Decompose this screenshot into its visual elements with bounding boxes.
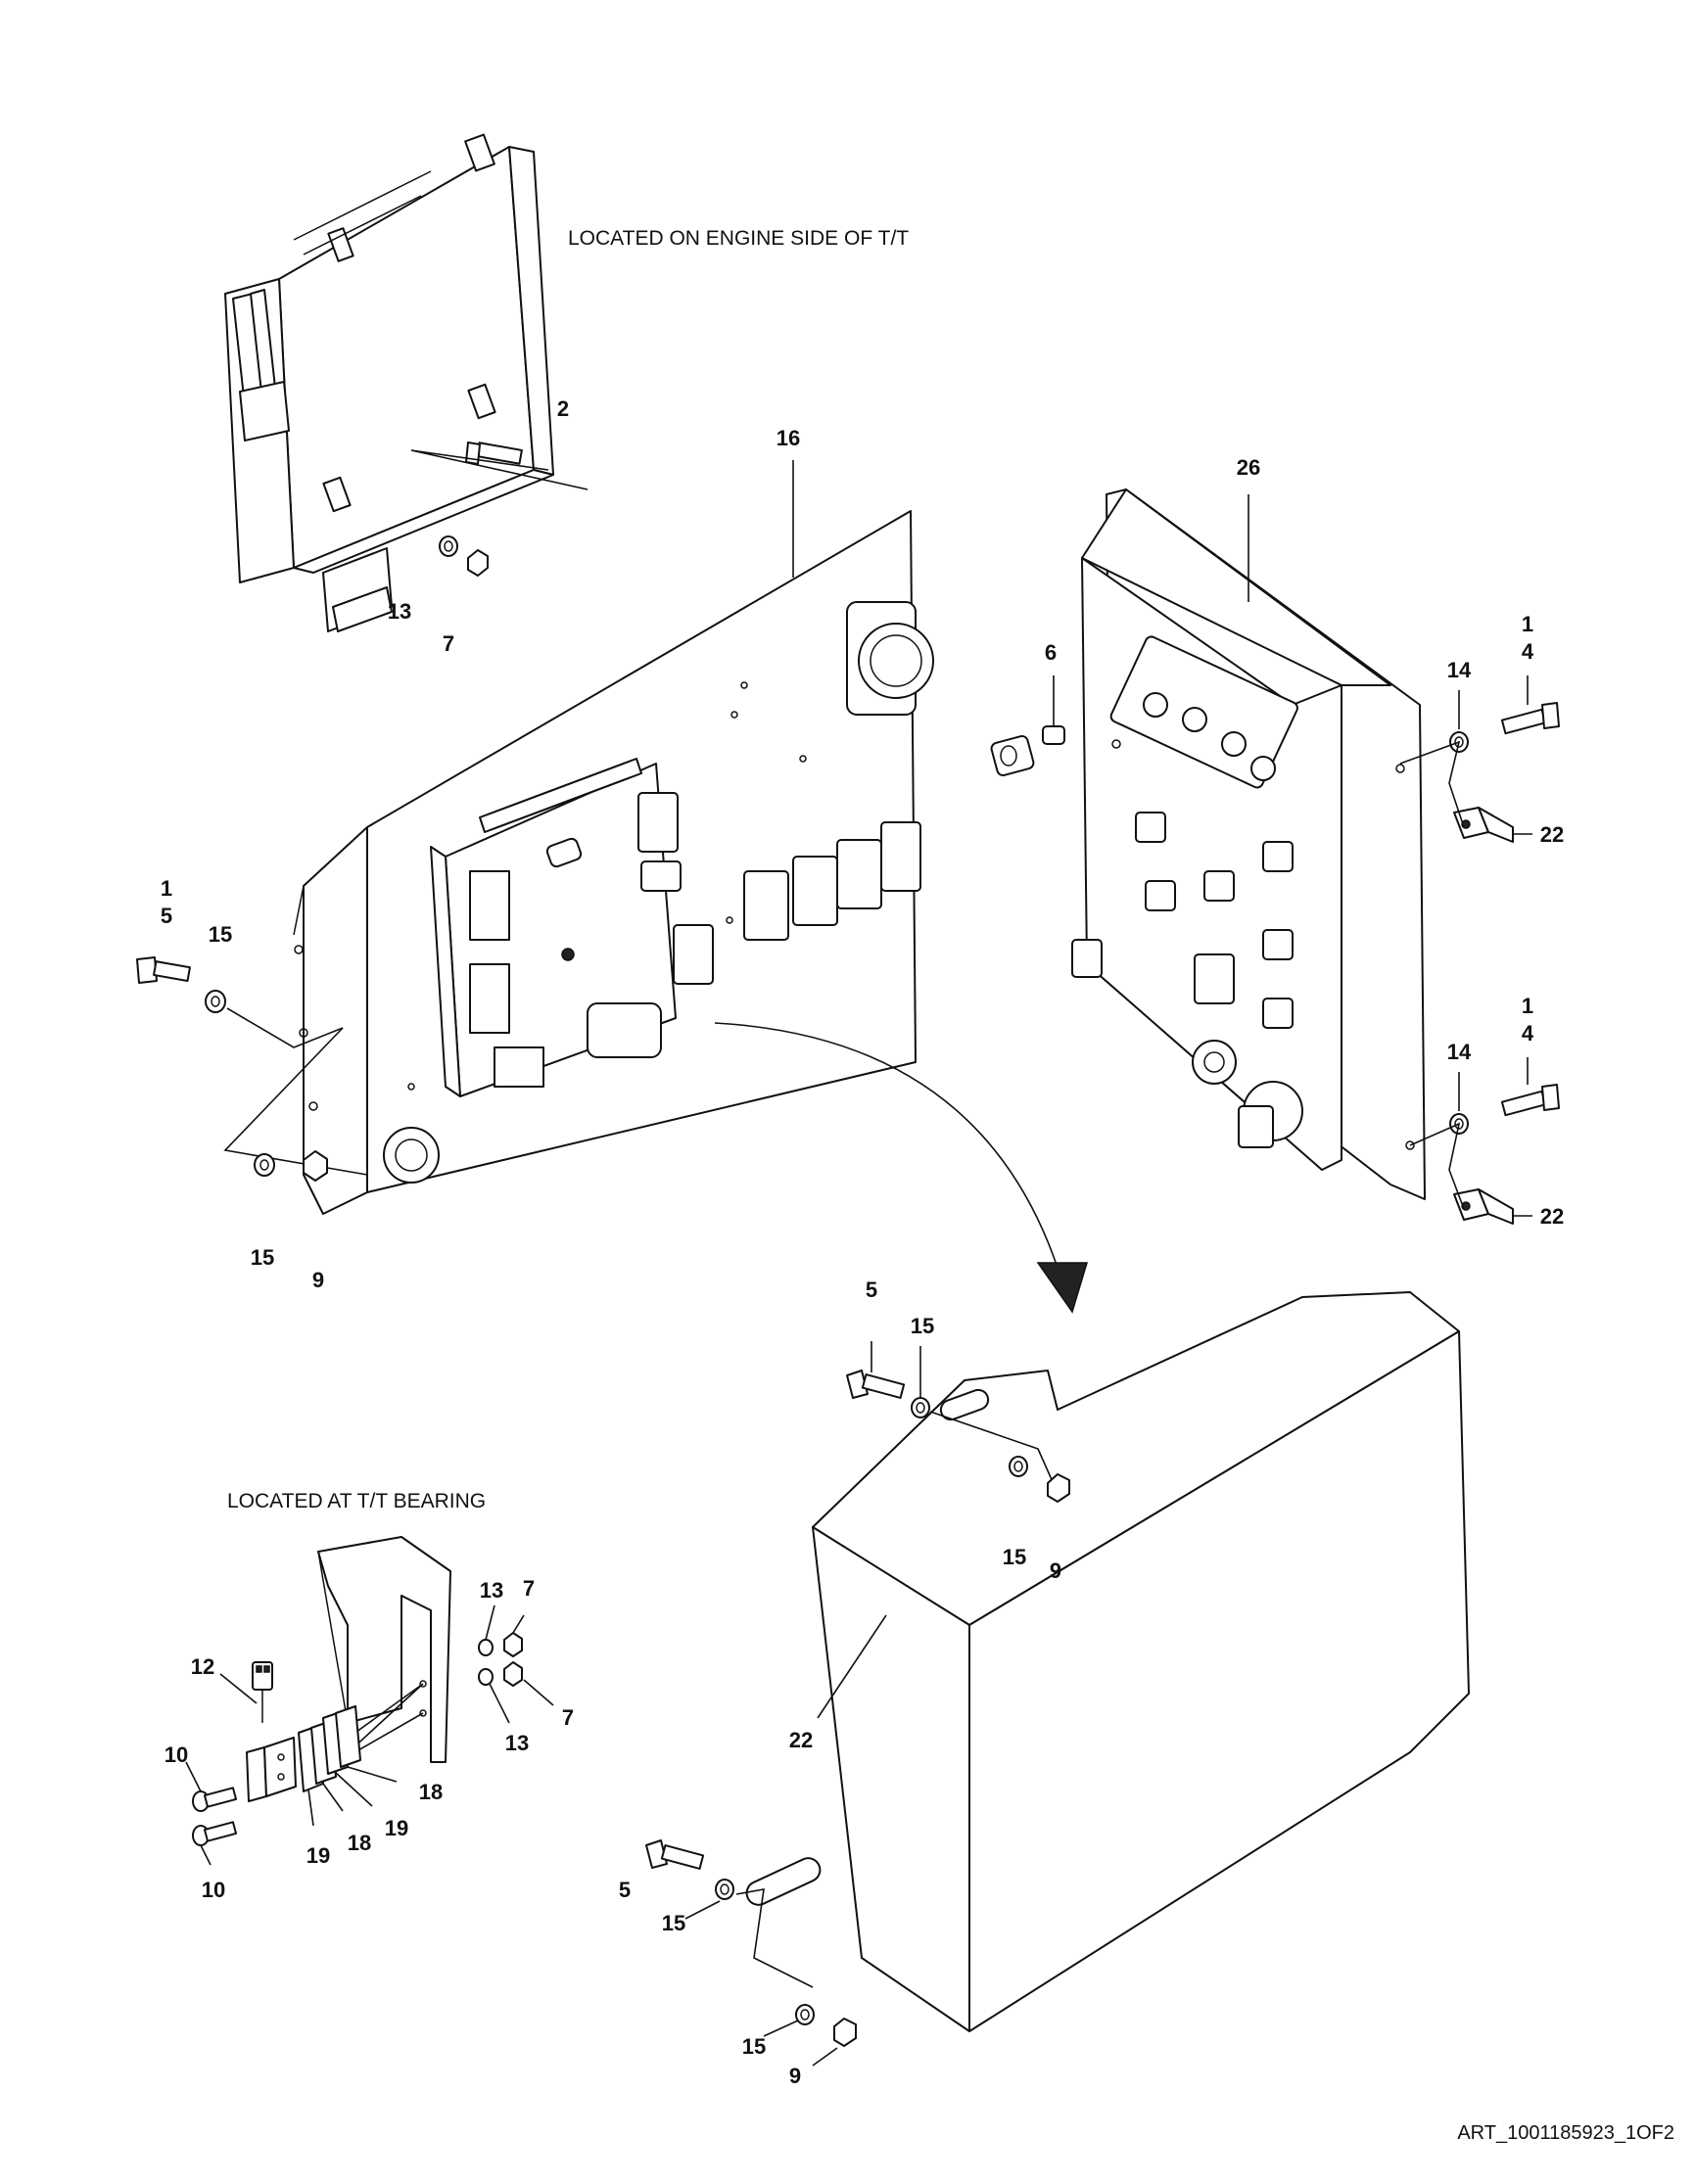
leader-15f bbox=[763, 2020, 799, 2037]
callout-7b: 7 bbox=[523, 1576, 535, 1601]
callout-15c: 15 bbox=[911, 1314, 934, 1338]
leader-15e bbox=[684, 1900, 721, 1920]
leader-cover-top bbox=[929, 1411, 1059, 1494]
washer-13c bbox=[478, 1668, 494, 1686]
leader-18b bbox=[322, 1783, 344, 1812]
bearing-bracket bbox=[317, 1536, 451, 1763]
clip-22a bbox=[1453, 807, 1532, 843]
callout-15e: 15 bbox=[662, 1911, 685, 1935]
leader-panel-upper bbox=[1399, 740, 1465, 828]
callout-15f: 15 bbox=[742, 2034, 766, 2059]
bolt-2 bbox=[410, 441, 589, 490]
leader-panel-lower bbox=[1409, 1122, 1465, 1210]
leader-9c bbox=[812, 2047, 838, 2067]
callout-2: 2 bbox=[557, 396, 569, 421]
callout-15d: 15 bbox=[1003, 1545, 1026, 1569]
screw-10b bbox=[192, 1821, 238, 1866]
screw-10a bbox=[185, 1761, 238, 1812]
callout-15b: 15 bbox=[251, 1245, 274, 1270]
callout-14b: 14 bbox=[1447, 1040, 1472, 1064]
leader-13b bbox=[485, 1604, 495, 1641]
right-panel-26 bbox=[1071, 488, 1426, 1200]
callout-4b: 4 bbox=[1522, 1021, 1534, 1046]
callout-10b: 10 bbox=[202, 1878, 225, 1902]
nut-7c bbox=[503, 1661, 523, 1687]
washer-15c bbox=[911, 1397, 930, 1418]
callout-14a: 14 bbox=[1447, 658, 1472, 682]
bolt-5c bbox=[645, 1839, 705, 1870]
leader-22c bbox=[817, 1614, 887, 1719]
callout-10a: 10 bbox=[165, 1743, 188, 1767]
callout-1b: 1 bbox=[161, 876, 172, 901]
art-reference: ART_1001185923_1OF2 bbox=[1457, 2122, 1674, 2144]
callout-1a: 1 bbox=[1522, 612, 1533, 636]
callout-22b: 22 bbox=[1540, 1204, 1564, 1229]
callout-5b: 5 bbox=[866, 1278, 877, 1302]
callout-5a: 5 bbox=[161, 904, 172, 928]
bolt-4b bbox=[1500, 1084, 1560, 1117]
nut-9c bbox=[833, 2018, 857, 2047]
nut-9a bbox=[303, 1150, 328, 1182]
callout-6: 6 bbox=[1045, 640, 1057, 665]
callout-22c: 22 bbox=[789, 1728, 813, 1752]
callout-18a: 18 bbox=[419, 1780, 443, 1804]
washer-15a bbox=[205, 990, 226, 1013]
leader-13c bbox=[489, 1683, 510, 1724]
sensor-12 bbox=[219, 1661, 297, 1802]
callout-26: 26 bbox=[1237, 455, 1260, 480]
callout-16: 16 bbox=[777, 426, 800, 450]
callout-12: 12 bbox=[191, 1654, 214, 1679]
cover-22 bbox=[745, 1291, 1470, 2032]
callout-19a: 19 bbox=[385, 1816, 408, 1840]
callout-7c: 7 bbox=[562, 1705, 574, 1730]
callout-18b: 18 bbox=[348, 1831, 371, 1855]
connector-6 bbox=[990, 675, 1065, 776]
washer-15b bbox=[254, 1153, 275, 1177]
washer-15f bbox=[795, 2004, 815, 2025]
plate-18b bbox=[335, 1705, 361, 1768]
washer-15e bbox=[715, 1879, 734, 1900]
washer-15d bbox=[1009, 1456, 1028, 1477]
nut-9b bbox=[1047, 1473, 1070, 1503]
leader-7c bbox=[523, 1679, 554, 1706]
direction-arrow bbox=[714, 1022, 1089, 1314]
callout-7a: 7 bbox=[443, 631, 454, 656]
clip-22b bbox=[1453, 1188, 1532, 1225]
callout-9c: 9 bbox=[789, 2064, 801, 2088]
callout-22a: 22 bbox=[1540, 822, 1564, 847]
callout-13c: 13 bbox=[505, 1731, 529, 1755]
callout-5c: 5 bbox=[619, 1878, 631, 1902]
leader-18a bbox=[347, 1766, 398, 1783]
bolt-5a bbox=[136, 956, 191, 984]
callout-4a: 4 bbox=[1522, 639, 1534, 664]
washer-13b bbox=[478, 1639, 494, 1656]
callout-1c: 1 bbox=[1522, 994, 1533, 1018]
callout-9a: 9 bbox=[312, 1268, 324, 1292]
engine-control-module bbox=[224, 133, 554, 632]
callout-19b: 19 bbox=[306, 1843, 330, 1868]
nut-7b bbox=[503, 1632, 523, 1657]
nut-7a bbox=[467, 549, 489, 577]
leader-7b bbox=[512, 1614, 525, 1634]
callout-15a: 15 bbox=[209, 922, 232, 947]
leader-bracket-plates bbox=[327, 1683, 424, 1763]
note-tt-bearing: LOCATED AT T/T BEARING bbox=[227, 1490, 486, 1512]
callout-9b: 9 bbox=[1050, 1558, 1061, 1583]
leader-cover-bottom bbox=[735, 1888, 814, 1988]
washer-13a bbox=[439, 535, 458, 557]
leader-19b bbox=[307, 1789, 314, 1827]
leader-19a bbox=[334, 1771, 373, 1807]
bolt-4a bbox=[1500, 702, 1560, 735]
main-panel-16 bbox=[293, 510, 934, 1215]
bolt-5b bbox=[846, 1370, 906, 1399]
callout-13a: 13 bbox=[388, 599, 411, 624]
note-engine-side: LOCATED ON ENGINE SIDE OF T/T bbox=[568, 227, 909, 250]
callout-13b: 13 bbox=[480, 1578, 503, 1603]
